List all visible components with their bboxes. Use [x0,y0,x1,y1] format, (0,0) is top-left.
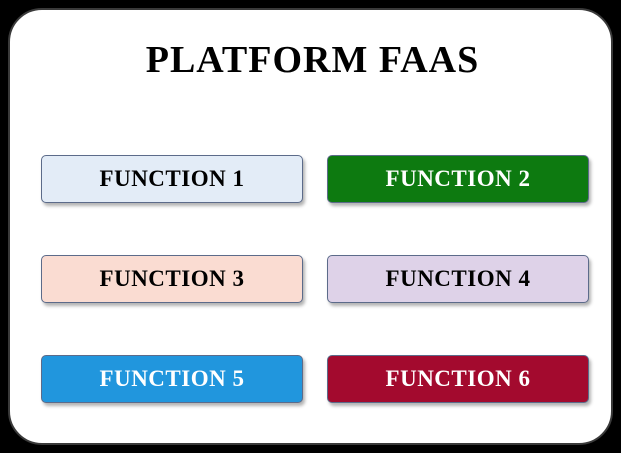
function-node-2[interactable]: FUNCTION 2 [327,155,589,203]
function-node-6[interactable]: FUNCTION 6 [327,355,589,403]
function-node-3-label: FUNCTION 3 [99,266,245,291]
function-node-4-label: FUNCTION 4 [385,266,531,291]
platform-card: PLATFORM FAAS FUNCTION 1 FUNCTION 2 FUNC… [8,8,613,445]
function-node-3[interactable]: FUNCTION 3 [41,255,303,303]
function-node-5[interactable]: FUNCTION 5 [41,355,303,403]
function-node-1[interactable]: FUNCTION 1 [41,155,303,203]
function-node-5-label: FUNCTION 5 [99,366,245,391]
function-node-6-label: FUNCTION 6 [385,366,531,391]
page-title: PLATFORM FAAS [145,39,480,81]
function-node-1-label: FUNCTION 1 [99,166,245,191]
function-node-2-label: FUNCTION 2 [385,166,531,191]
function-node-4[interactable]: FUNCTION 4 [327,255,589,303]
